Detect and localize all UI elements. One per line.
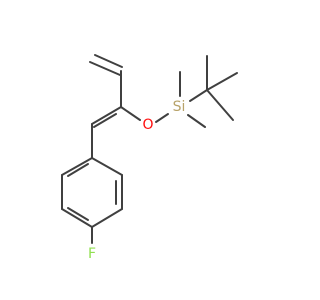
vinyl-double-bond (89, 54, 123, 76)
tert-butyl-group (206, 55, 238, 121)
alkene-double-bond (91, 106, 122, 128)
bond-o-si (155, 113, 169, 123)
benzene-ring (61, 157, 123, 228)
bond-si-tbu (189, 89, 208, 102)
bond-si-methyl-down (187, 114, 206, 128)
oxygen-atom-label: O (142, 117, 153, 133)
molecule-diagram: O Si F (61, 54, 238, 262)
silicon-atom-label: Si (173, 99, 186, 115)
fluorine-atom-label: F (88, 246, 96, 262)
bond-c2-o (120, 106, 141, 121)
